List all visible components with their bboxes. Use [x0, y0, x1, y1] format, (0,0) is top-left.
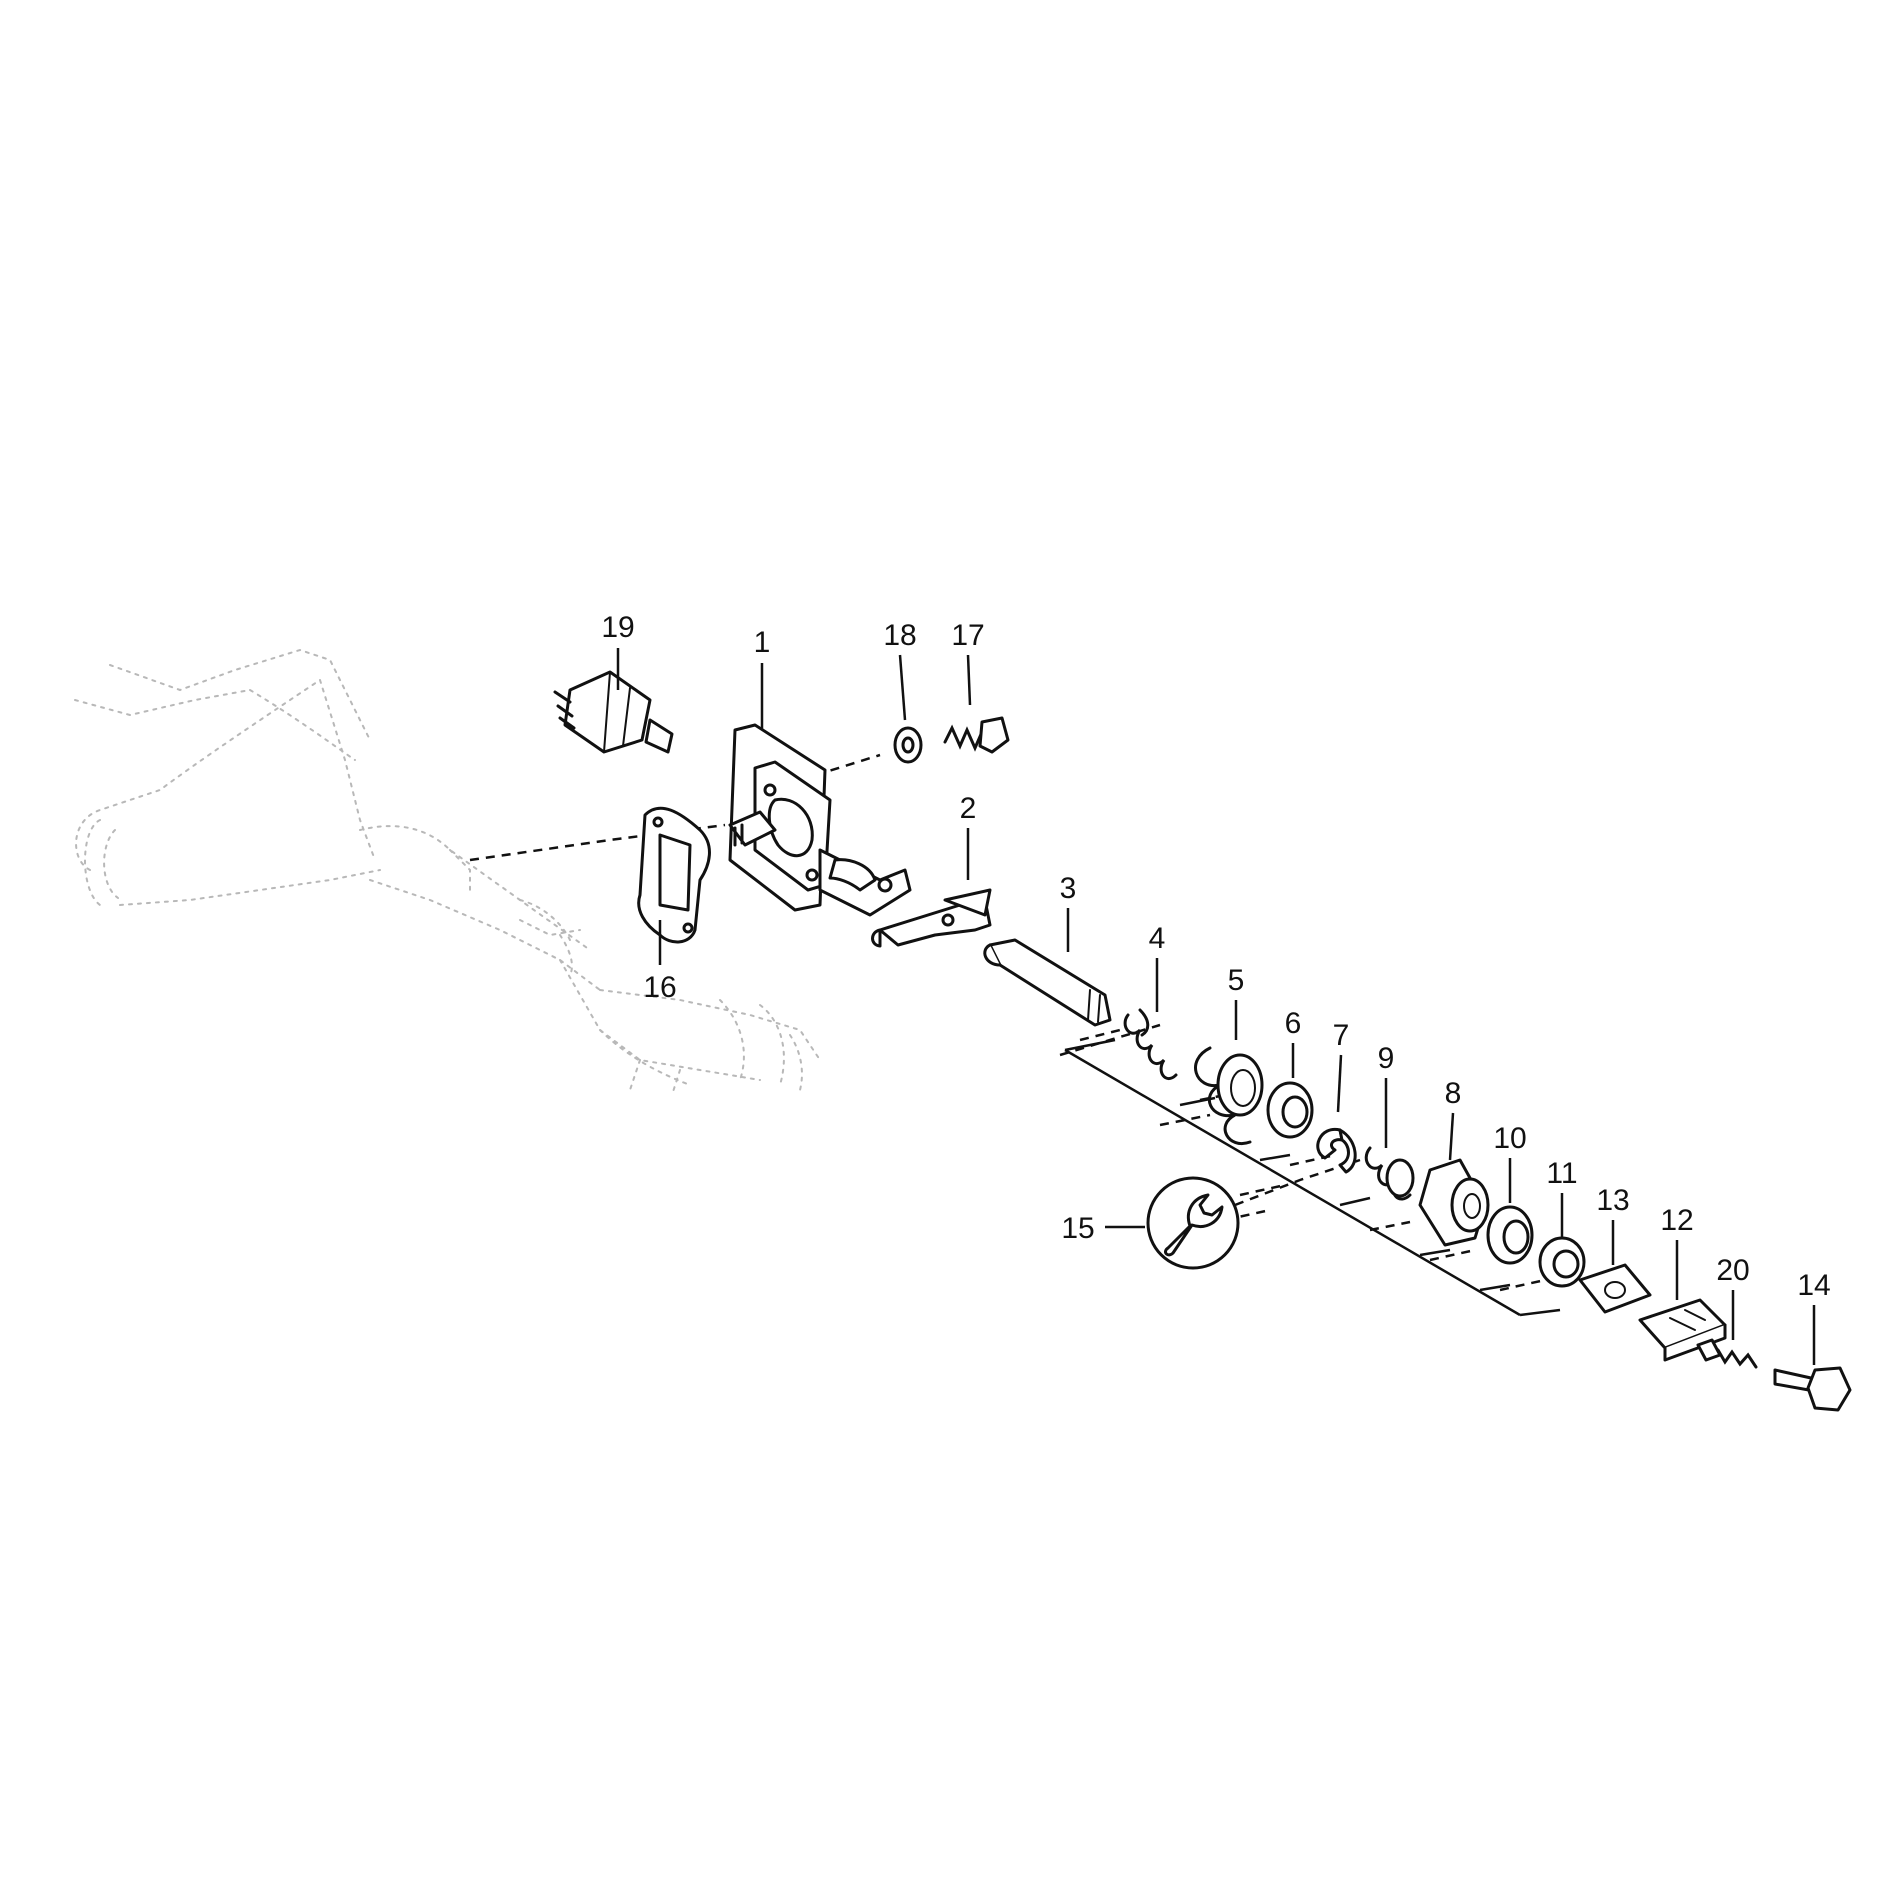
callout-20: 20 [1716, 1254, 1749, 1287]
part-5-spring [1194, 1046, 1264, 1146]
part-15-tool-symbol [1146, 1176, 1240, 1270]
callout-6: 6 [1285, 1007, 1302, 1040]
part-1-bracket [728, 723, 912, 917]
part-20-screw [1696, 1338, 1758, 1369]
part-16-gasket [637, 806, 711, 944]
part-12-cover-plate [1638, 1298, 1727, 1362]
part-7-circlip [1316, 1127, 1357, 1174]
part-18-washer [893, 726, 923, 764]
callout-labels: 19 1 18 17 2 3 4 5 6 7 9 8 10 11 13 12 2… [601, 611, 1830, 1302]
part-10-bushing [1486, 1205, 1534, 1265]
callout-18: 18 [883, 619, 916, 652]
part-2-lever [871, 888, 992, 948]
callout-2: 2 [960, 792, 977, 825]
assembly-guide-lines [469, 753, 1546, 1292]
callout-12: 12 [1660, 1204, 1693, 1237]
part-4-spring [1123, 1008, 1178, 1081]
callout-8: 8 [1445, 1077, 1462, 1110]
wrench-icon [1164, 1193, 1224, 1257]
part-9-spring [1364, 1146, 1415, 1201]
callout-13: 13 [1596, 1184, 1629, 1217]
callout-7: 7 [1333, 1019, 1350, 1052]
tool-bracket-leader [1064, 1038, 1561, 1317]
part-6-seal [1266, 1081, 1314, 1139]
callout-1: 1 [754, 626, 771, 659]
callout-3: 3 [1060, 872, 1077, 905]
part-14-bolt [1773, 1366, 1852, 1412]
callout-11: 11 [1546, 1157, 1577, 1190]
part-3-shaft [983, 938, 1112, 1027]
callout-16: 16 [643, 971, 676, 1004]
part-17-bolt [943, 716, 1010, 754]
callout-10: 10 [1493, 1122, 1526, 1155]
callout-17: 17 [951, 619, 984, 652]
callout-4: 4 [1149, 922, 1166, 955]
callout-19: 19 [601, 611, 634, 644]
ghost-transmission-housing [74, 648, 821, 1096]
part-11-o-ring [1538, 1236, 1586, 1288]
part-13-cover-gasket [1578, 1263, 1652, 1314]
callout-14: 14 [1797, 1269, 1830, 1302]
callout-5: 5 [1228, 964, 1245, 997]
part-19-sensor [553, 670, 674, 754]
callout-leaders [616, 648, 1816, 1365]
callout-15: 15 [1061, 1212, 1094, 1245]
callout-9: 9 [1378, 1042, 1395, 1075]
part-8-sleeve [1418, 1158, 1490, 1247]
